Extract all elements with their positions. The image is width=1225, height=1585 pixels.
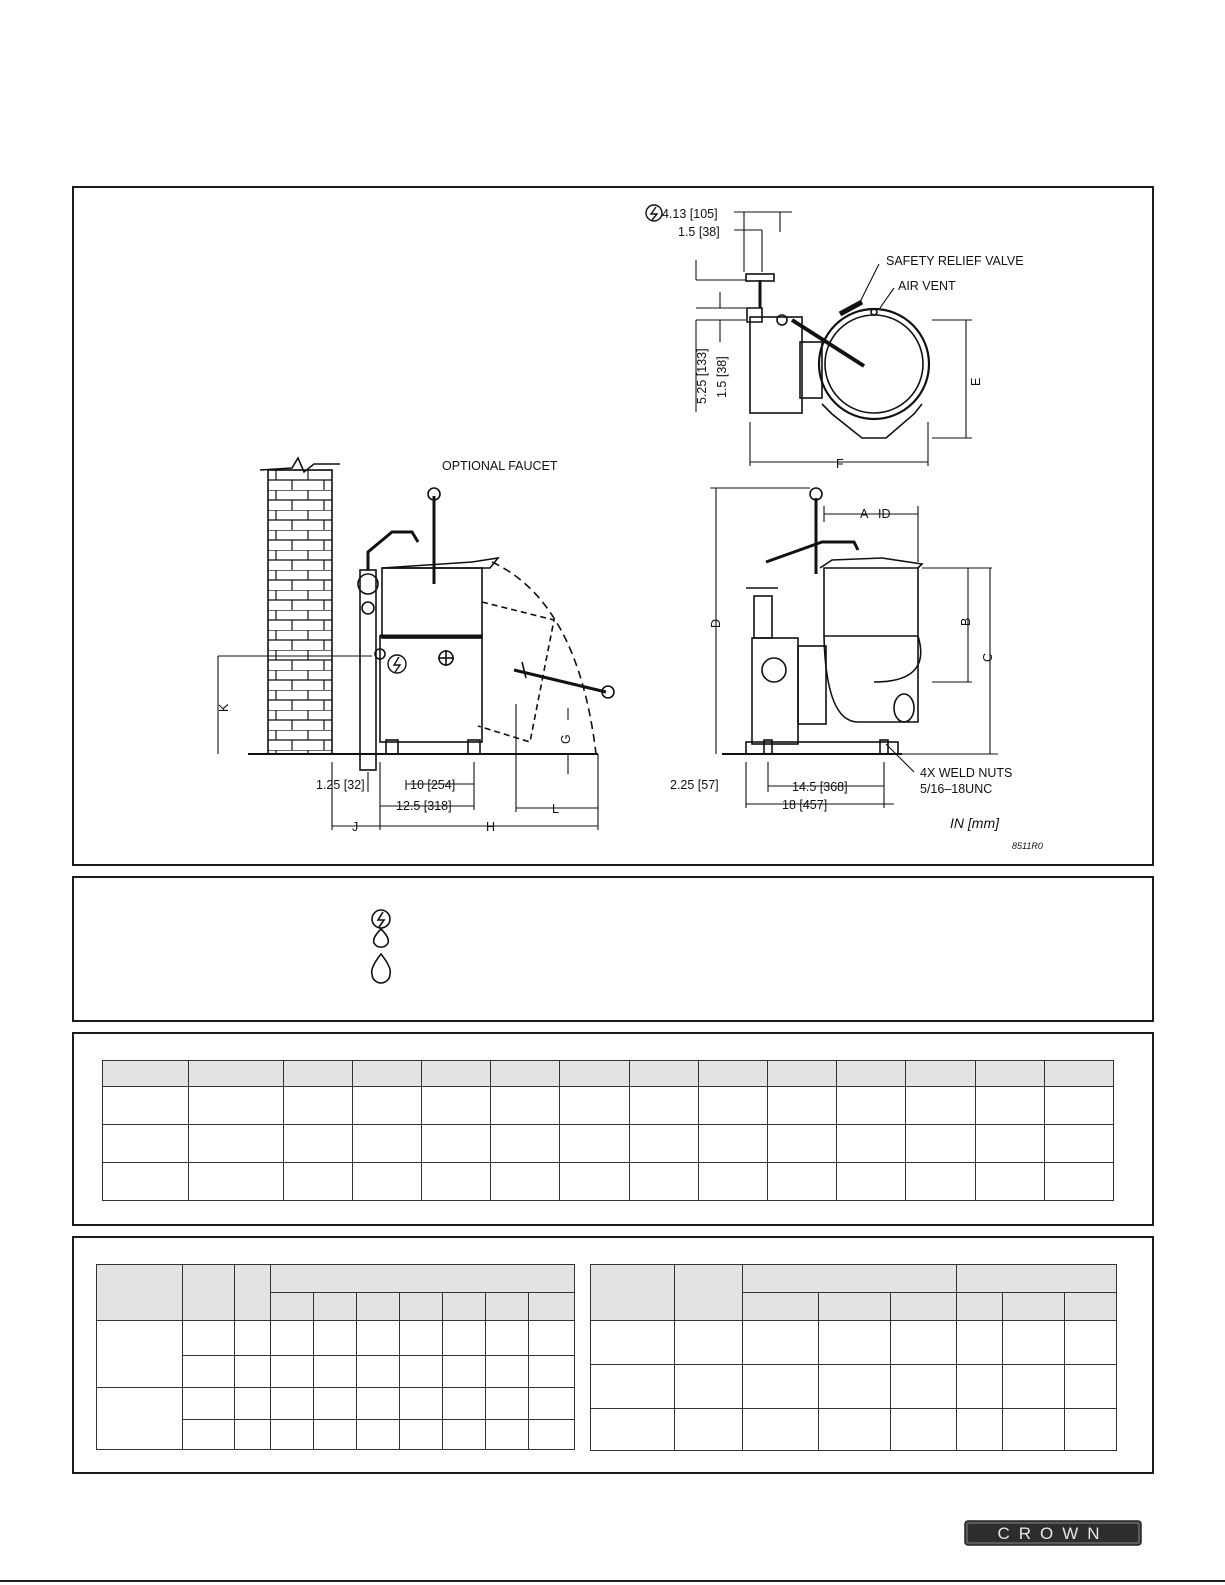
side-view-kettle: [357, 487, 615, 771]
electric-water-connection-icon: [371, 909, 391, 948]
dimensions-table-panel: [72, 1032, 1154, 1226]
table-header-row: [590, 1264, 1118, 1321]
brick-wall: [259, 456, 340, 755]
label-top-dim-2: 1.5 [38]: [678, 225, 720, 239]
specifications-panel: [72, 1236, 1154, 1474]
label-dim-2-25: 2.25 [57]: [670, 778, 719, 792]
front-view-dimensions: [710, 487, 998, 808]
label-drawing-number: 8511R0: [1012, 841, 1043, 851]
label-dim-18: 18 [457]: [782, 798, 827, 812]
label-dim-14-5: 14.5 [368]: [792, 780, 848, 794]
label-units: IN [mm]: [950, 815, 1000, 831]
electric-icon: [387, 204, 663, 674]
front-view-kettle: [745, 487, 924, 755]
side-view-dimensions: [217, 655, 599, 830]
table-row: [97, 1419, 576, 1450]
logo-text: CROWN: [997, 1524, 1108, 1543]
label-dim-k: K: [217, 703, 231, 712]
label-dim-1-25: 1.25 [32]: [316, 778, 365, 792]
table-row: [96, 1387, 576, 1450]
drawing-panel: 4.13 [105] 1.5 [38] SAFETY RELIEF VALVE …: [72, 186, 1154, 866]
kettle-technical-drawing: 4.13 [105] 1.5 [38] SAFETY RELIEF VALVE …: [217, 204, 1043, 851]
connections-legend-panel: [72, 876, 1154, 1022]
label-dim-b: B: [959, 618, 973, 626]
label-dim-h: H: [486, 820, 495, 834]
dimensions-table: [101, 1060, 1115, 1201]
table-row: [96, 1320, 576, 1388]
label-dim-id: ID: [878, 507, 891, 521]
table-row: [101, 1086, 1115, 1125]
label-weld-nuts-2: 5/16–18UNC: [920, 782, 992, 796]
label-side-dim-b: 1.5 [38]: [715, 356, 729, 398]
table-row: [590, 1364, 1118, 1409]
label-dim-12-5: 12.5 [318]: [396, 799, 452, 813]
table-header-row: [96, 1264, 576, 1321]
table-row: [101, 1162, 1115, 1201]
top-view-dimensions: [695, 211, 972, 466]
legend-icons: [370, 909, 392, 984]
label-dim-10: 10 [254]: [410, 778, 455, 792]
table-subheader-row: [591, 1292, 1118, 1321]
table-row: [101, 1124, 1115, 1163]
top-view: [745, 273, 931, 439]
label-optional-faucet: OPTIONAL FAUCET: [442, 459, 558, 473]
label-dim-d: D: [709, 619, 723, 628]
bottom-rule: [0, 1580, 1225, 1582]
table-subheader-row: [97, 1292, 576, 1321]
capacity-specs-table: [590, 1264, 1118, 1451]
table-row: [590, 1320, 1118, 1365]
label-weld-nuts-1: 4X WELD NUTS: [920, 766, 1012, 780]
table-header-row: [101, 1060, 1115, 1087]
label-top-dim-1: 4.13 [105]: [662, 207, 718, 221]
crown-logo: CROWN: [964, 1520, 1142, 1546]
label-air-vent: AIR VENT: [898, 279, 956, 293]
label-dim-f: F: [836, 457, 844, 471]
label-dim-g: G: [559, 734, 573, 744]
table-row: [590, 1408, 1118, 1451]
label-dim-l: L: [552, 802, 559, 816]
label-dim-c: C: [981, 653, 995, 662]
water-connection-icon: [370, 952, 392, 984]
label-dim-j: J: [352, 820, 358, 834]
label-side-dim-a: 5.25 [133]: [695, 348, 709, 404]
electrical-specs-table: [96, 1264, 576, 1450]
label-dim-e: E: [969, 378, 983, 386]
label-safety-relief-valve: SAFETY RELIEF VALVE: [886, 254, 1024, 268]
label-dim-a: A: [860, 507, 869, 521]
